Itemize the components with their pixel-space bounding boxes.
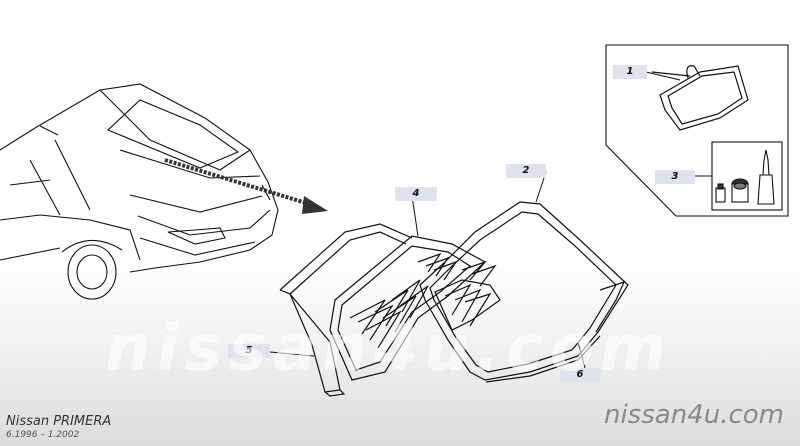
callout-6: 6 — [560, 368, 600, 382]
part-2-glass-frame — [419, 201, 629, 381]
car-outline — [0, 83, 279, 273]
callout-4: 4 — [395, 187, 437, 201]
callout-3: 3 — [655, 170, 695, 184]
vehicle-model: Nissan PRIMERA — [6, 414, 112, 429]
part-6-gasket — [485, 281, 626, 383]
production-dates: 6.1996 – 1.2002 — [6, 430, 80, 440]
callout-1: 1 — [613, 65, 647, 79]
part-1-glass-kit-icon — [651, 65, 749, 131]
part-3-adhesive-kit-icon — [715, 149, 775, 205]
callout-2: 2 — [506, 164, 546, 178]
kit-inset-box — [605, 44, 789, 217]
wheel-icon — [61, 239, 123, 300]
part-5-moulding — [279, 223, 413, 397]
callout-5: 5 — [228, 344, 270, 358]
direction-arrow — [164, 158, 328, 214]
brand-logo: nissan4u.com — [603, 400, 784, 430]
watermark: nissan4u.com — [105, 312, 673, 386]
